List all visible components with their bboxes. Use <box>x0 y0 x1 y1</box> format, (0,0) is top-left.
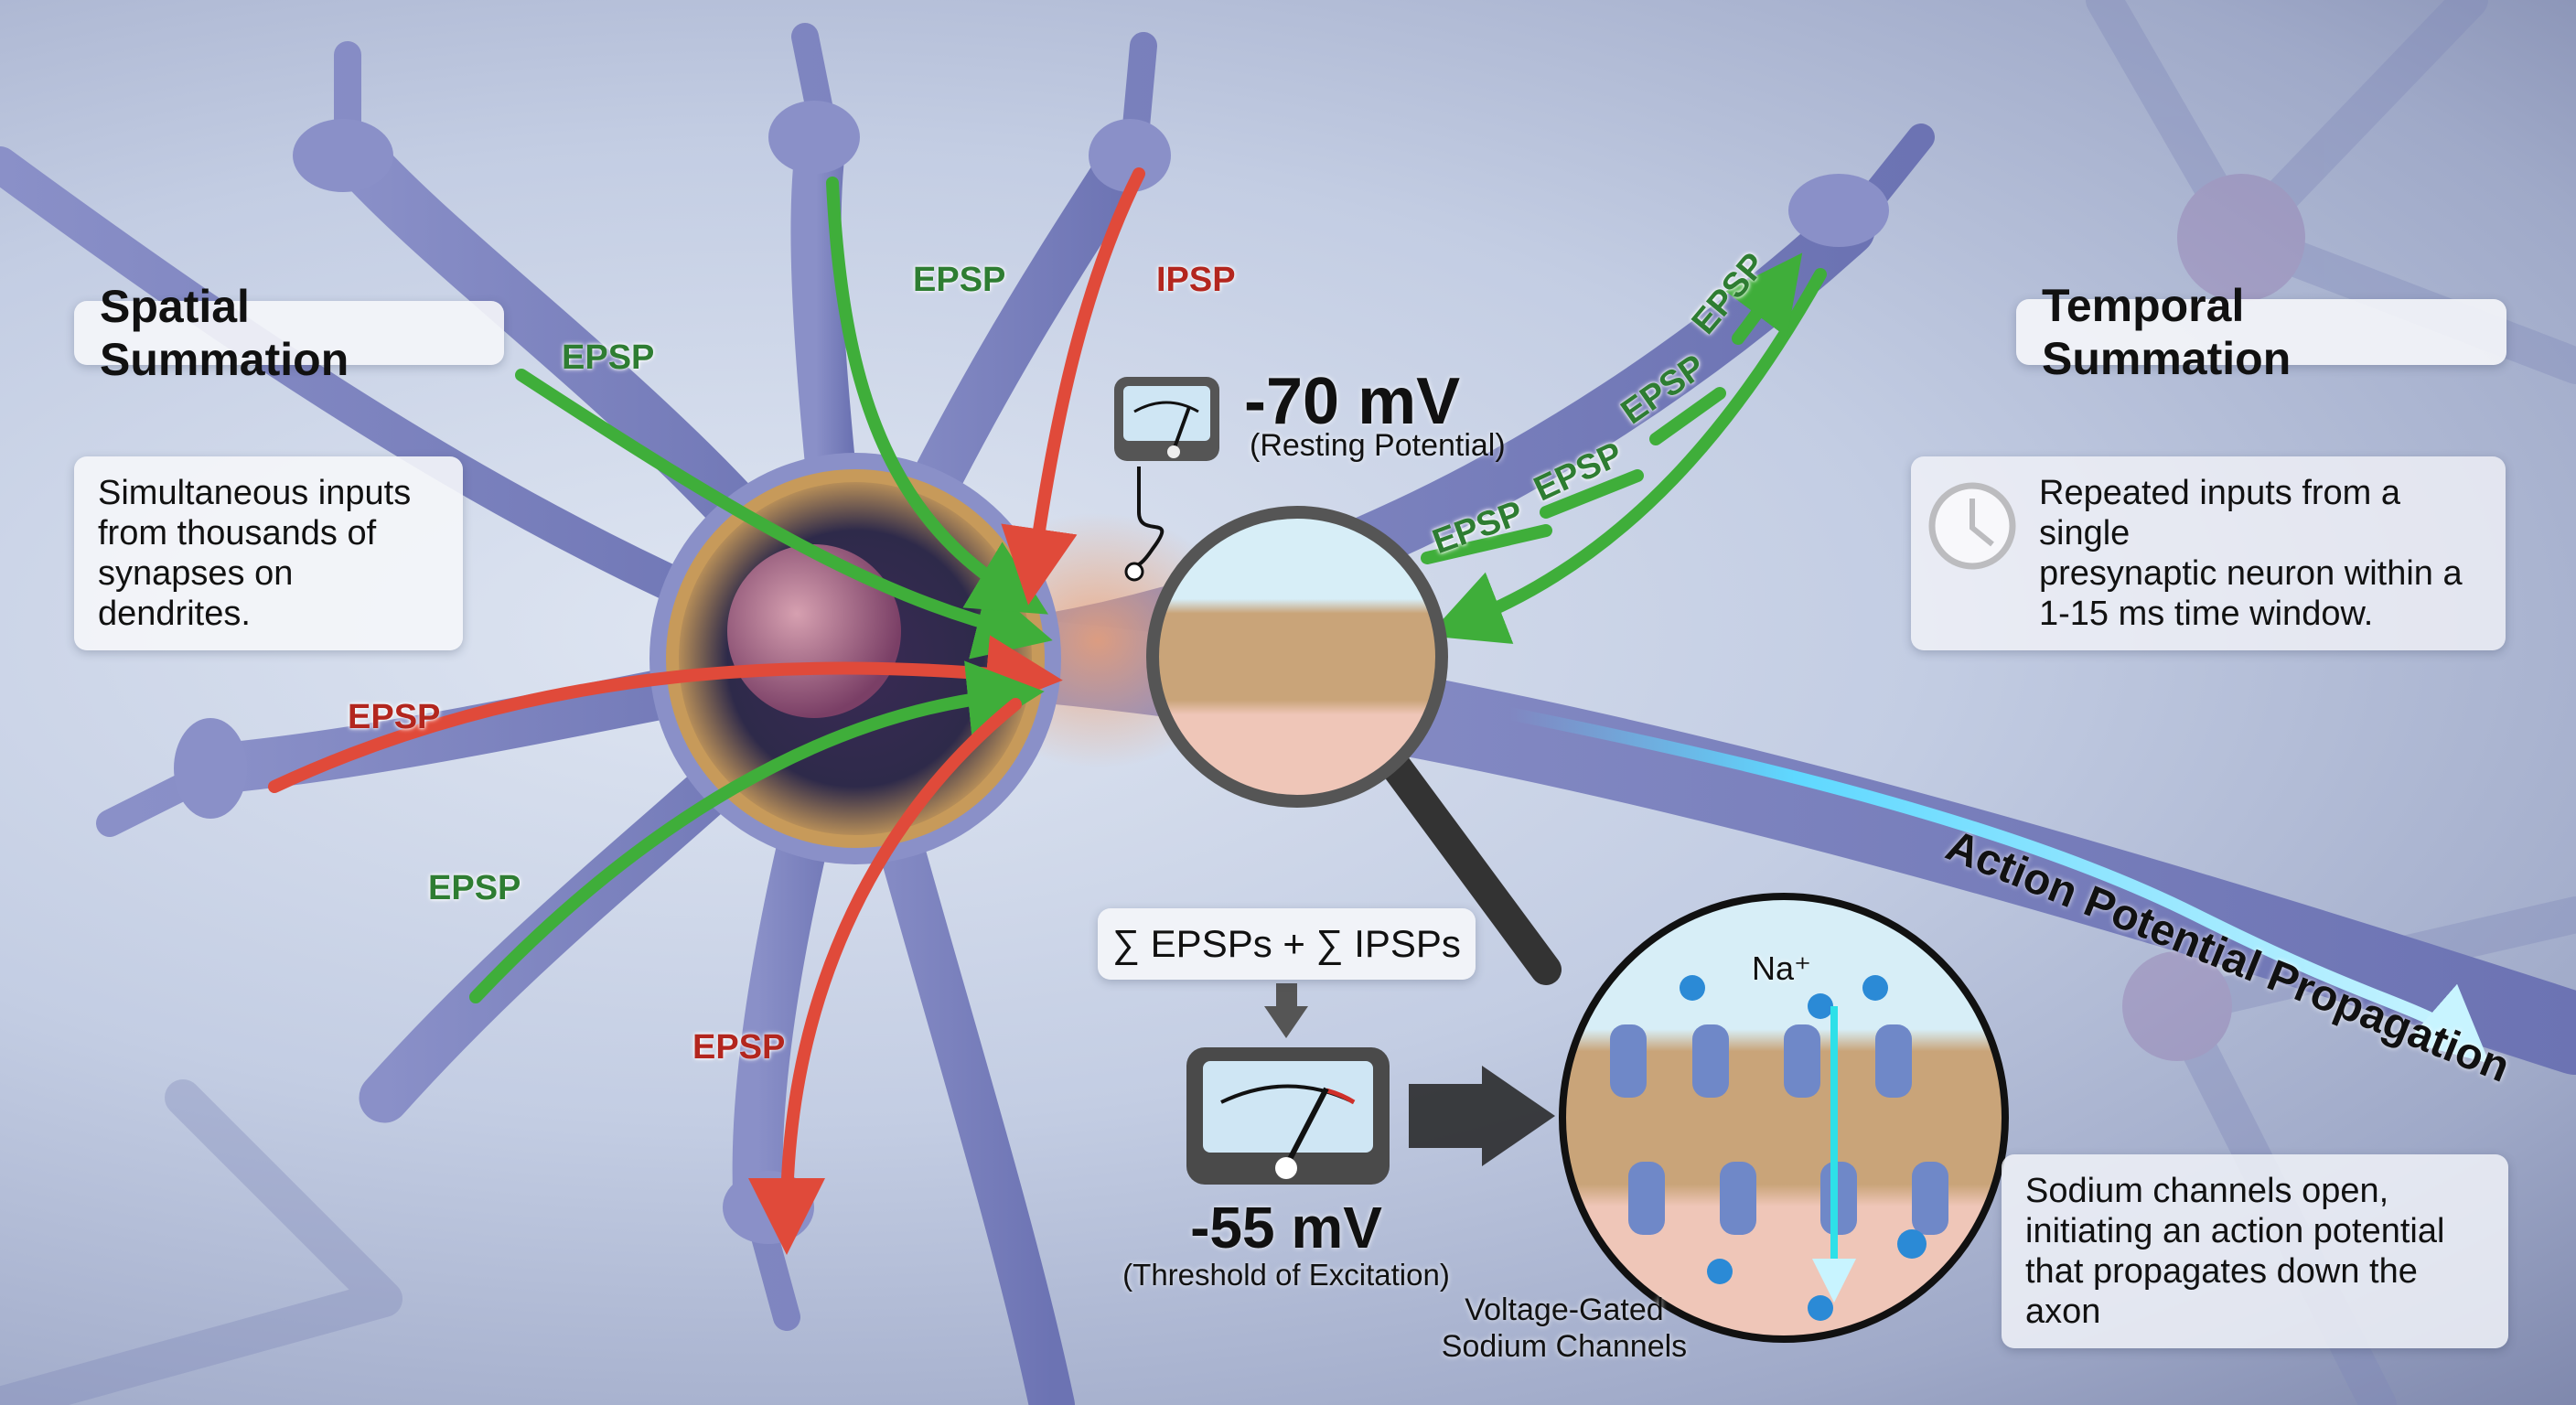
note-line: initiating an action potential <box>2025 1212 2445 1250</box>
desc-line: Simultaneous inputs <box>98 474 412 512</box>
desc-line: synapses on dendrites. <box>98 554 294 633</box>
voltage-gated-channels-label: Voltage-Gated Sodium Channels <box>1427 1292 1701 1365</box>
resting-voltmeter-icon <box>1114 377 1219 461</box>
resting-potential-value: -70 mV <box>1244 365 1461 438</box>
right-arrow-icon <box>1409 1066 1555 1166</box>
desc-line: 1-15 ms time window. <box>2039 595 2374 633</box>
epsp-label: EPSP <box>348 698 441 736</box>
sodium-channels-note: Sodium channels open, initiating an acti… <box>2002 1154 2508 1348</box>
action-potential-arrow <box>1508 707 2490 1064</box>
ipsp-label: IPSP <box>1156 261 1236 299</box>
threshold-value: -55 mV <box>1190 1195 1382 1260</box>
epsp-label: EPSP <box>913 261 1006 299</box>
desc-line: presynaptic neuron within a <box>2039 554 2463 593</box>
temporal-summation-description: Repeated inputs from a single presynapti… <box>1911 456 2506 650</box>
label-line: Sodium Channels <box>1441 1329 1688 1364</box>
epsp-label: EPSP <box>692 1028 786 1067</box>
desc-line: Repeated inputs from a single <box>2039 474 2401 552</box>
epsp-label: EPSP <box>562 338 655 377</box>
threshold-voltmeter-icon <box>1186 1047 1390 1185</box>
sodium-channel-closeup <box>1559 893 2009 1343</box>
summation-formula: ∑ EPSPs + ∑ IPSPs <box>1098 908 1476 980</box>
input-arrows <box>268 167 1820 1255</box>
note-line: Sodium channels open, <box>2025 1172 2389 1210</box>
desc-line: from thousands of <box>98 514 377 552</box>
epsp-label: EPSP <box>428 869 521 907</box>
down-arrow-icon <box>1264 983 1308 1038</box>
magnifying-glass <box>1146 506 1562 985</box>
probe-tip <box>1124 562 1144 582</box>
temporal-summation-title: Temporal Summation <box>2016 280 2506 384</box>
note-line: that propagates down the axon <box>2025 1252 2418 1331</box>
threshold-label: (Threshold of Excitation) <box>1122 1258 1450 1292</box>
label-line: Voltage-Gated <box>1465 1292 1664 1327</box>
resting-potential-label: (Resting Potential) <box>1250 428 1506 463</box>
sodium-ion-label: Na⁺ <box>1752 949 1812 987</box>
spatial-summation-title: Spatial Summation <box>74 281 504 385</box>
spatial-summation-description: Simultaneous inputs from thousands of sy… <box>74 456 463 650</box>
